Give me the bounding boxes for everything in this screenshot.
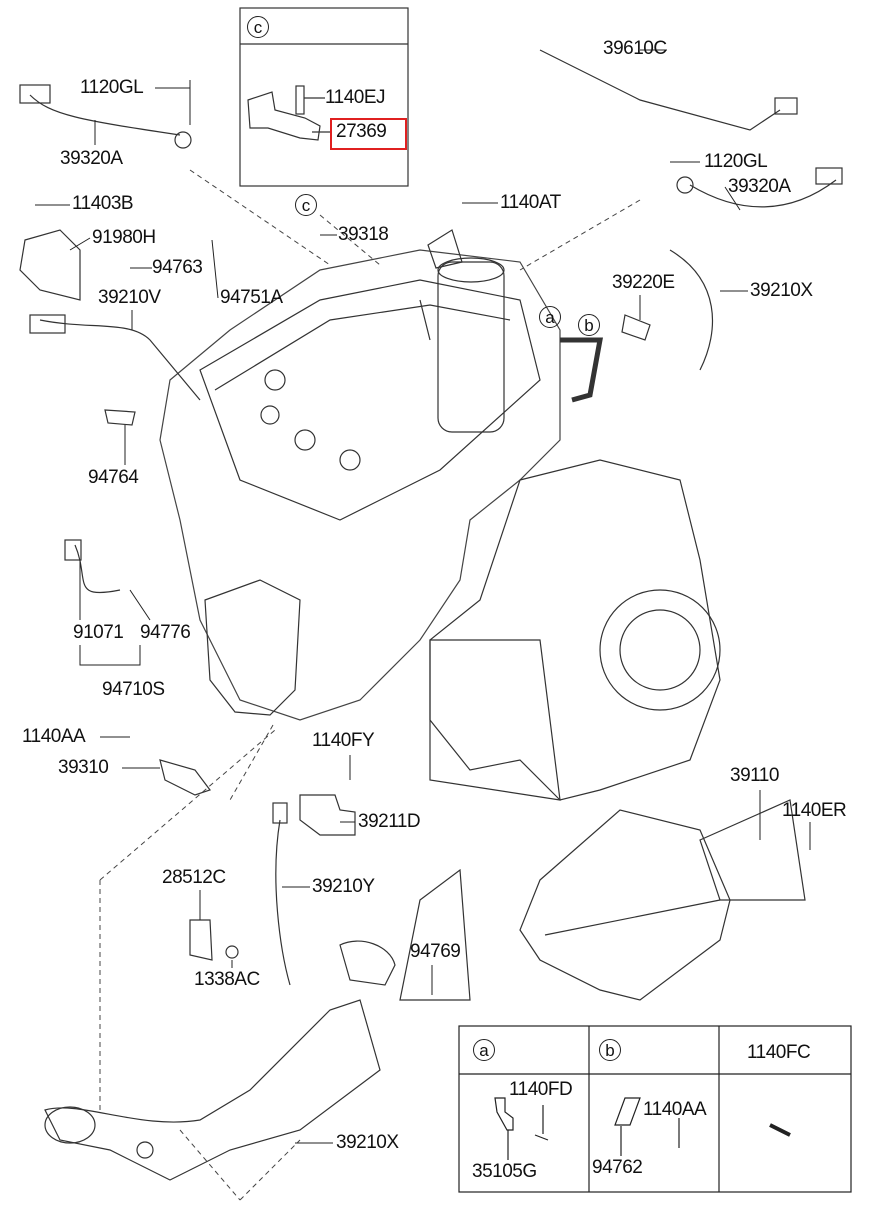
part-label[interactable]: 94710S — [102, 679, 165, 700]
part-label[interactable]: 39210X — [750, 280, 813, 301]
part-label[interactable]: 1140AA — [643, 1099, 707, 1120]
part-label[interactable]: 11403B — [72, 193, 134, 214]
callout-c: c — [295, 194, 317, 216]
part-label[interactable]: 91071 — [73, 622, 124, 643]
part-label[interactable]: 1140ER — [782, 800, 847, 821]
part-label[interactable]: 39610C — [603, 38, 667, 59]
callout-c-detail: c — [247, 16, 269, 38]
table-header-a: a — [473, 1039, 495, 1061]
part-label[interactable]: 39210X — [336, 1132, 399, 1153]
part-label[interactable]: 94764 — [88, 467, 139, 488]
part-label[interactable]: 91980H — [92, 227, 156, 248]
part-label[interactable]: 94751A — [220, 287, 283, 308]
table-header-b: b — [599, 1039, 621, 1061]
part-label[interactable]: 28512C — [162, 867, 226, 888]
part-label[interactable]: 39110 — [730, 765, 779, 786]
part-label[interactable]: 1120GL — [704, 151, 768, 172]
part-label[interactable]: 39310 — [58, 757, 109, 778]
part-label[interactable]: 1120GL — [80, 77, 144, 98]
part-label[interactable]: 35105G — [472, 1161, 537, 1182]
part-label[interactable]: 39211D — [358, 811, 421, 832]
callout-b: b — [578, 314, 600, 336]
part-label[interactable]: 1140FY — [312, 730, 375, 751]
part-label[interactable]: 39220E — [612, 272, 675, 293]
part-label[interactable]: 39210Y — [312, 876, 375, 897]
table-header-1140fc[interactable]: 1140FC — [747, 1042, 811, 1063]
part-label[interactable]: 39320A — [728, 176, 791, 197]
part-label[interactable]: 94769 — [410, 941, 461, 962]
part-label[interactable]: 1338AC — [194, 969, 260, 990]
part-label[interactable]: 39320A — [60, 148, 123, 169]
part-label[interactable]: 1140AT — [500, 192, 561, 213]
part-label[interactable]: 94763 — [152, 257, 203, 278]
part-label[interactable]: 94776 — [140, 622, 191, 643]
highlight-box — [330, 118, 407, 150]
callout-a: a — [539, 306, 561, 328]
part-label[interactable]: 1140EJ — [325, 87, 386, 108]
part-label[interactable]: 39318 — [338, 224, 389, 245]
part-label[interactable]: 1140AA — [22, 726, 86, 747]
part-label[interactable]: 94762 — [592, 1157, 643, 1178]
part-label[interactable]: 1140FD — [509, 1079, 573, 1100]
part-label[interactable]: 39210V — [98, 287, 161, 308]
part-label-highlighted[interactable]: 27369 — [336, 121, 387, 142]
